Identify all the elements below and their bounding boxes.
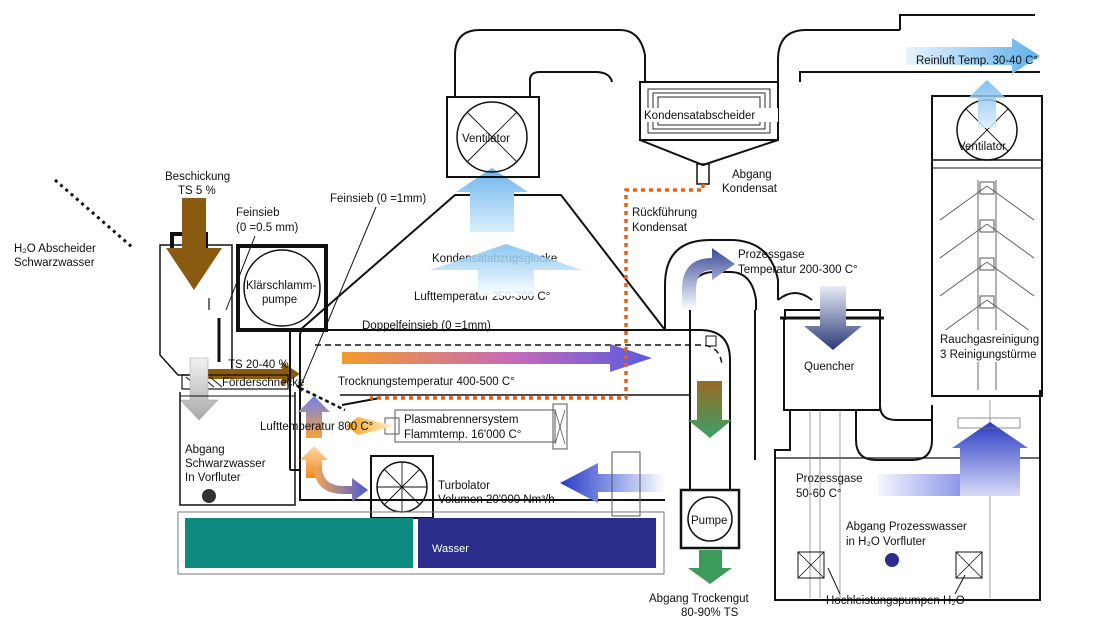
feed-arrow [166,198,222,290]
abgang-trocken-label-b: 80-90% TS [681,607,739,619]
wasser-tank [418,518,656,568]
ts5-label: TS 5 % [178,185,216,197]
wasser-label: Wasser [432,543,469,555]
ventilator-left-fan-icon [456,101,528,173]
plasma-label-a: Plasmabrennersystem [404,414,518,426]
prozessgase-label-b: Temperatur 200-300 C° [738,264,858,276]
hp-pump-left [797,551,825,579]
abgang-sw-label-b: Schwarzwasser [185,458,266,470]
dryer-drum-top [299,329,731,378]
blackwater-outlet-valve-icon [202,489,216,503]
pumpe-rotor-icon [687,496,733,542]
separator-dotted-line [54,178,133,249]
abgang-pw-label-b: in H₂O Vorfluter [846,536,926,548]
blackwater-housing [179,392,296,506]
abgang-trocken-label-a: Abgang Trockengut [649,593,750,605]
rueckfuehrung-label-a: Rückführung [632,207,697,219]
process-water-outlet-icon [885,553,899,567]
pumpe [679,488,741,550]
h2o-abscheider-label: H₂O Abscheider [14,243,96,255]
rauchgas-label-b: 3 Reinigungstürme [940,349,1037,361]
quencher-label: Quencher [804,361,855,373]
reinluft-arrow [906,38,1040,74]
turbolator-label-b: Volumen 20'000 Nm³/h [438,494,555,506]
feinsieb05-label-a: Feinsieb [236,207,279,219]
rauchgas-label-a: Rauchgasreinigung [940,334,1039,346]
clean-air-up-arrow [968,80,1006,128]
feinsieb05-label-b: (0 =0.5 mm) [236,222,298,234]
abgang-pw-label-a: Abgang Prozesswasser [846,521,967,533]
plasma-flame-icon [346,417,395,435]
plasma-label-b: Flammtemp. 16'000 C° [404,429,521,441]
turbolator-label-a: Turbolator [438,480,490,492]
hot-air-up-arrow [298,396,330,438]
abgang-kondensat-label-a: Abgang [732,169,772,181]
prozessgase5060-label-a: Prozessgase [796,473,862,485]
doppelfeinsieb-label: Doppelfeinsieb (0 =1mm) [362,320,491,332]
abgang-sw-label-c: In Vorfluter [185,472,241,484]
klaerschlamm-label-a: Klärschlamm- [246,280,316,292]
sludge-pump-rotor-icon [243,249,321,327]
ventilator-feed-arrow [456,168,528,232]
conveyor-screw [181,374,289,390]
prozessgase-label-a: Prozessgase [738,249,804,261]
prozessgase5060-label-b: 50-60 C° [796,488,842,500]
teal-water-tank [185,518,413,568]
duct-to-tower [777,29,900,82]
kondensatabscheider-label: Kondensatabscheider [644,110,755,122]
turbolator-inlet-arrow [314,466,368,502]
ts-feed-arrow [205,362,300,386]
hp-pump-right [955,551,983,579]
foerderschnecke-label: Förderschnecke [222,377,304,389]
lufttemp800-label: Lufttemperatur 800 C° [260,421,373,433]
ts2040-label: TS 20-40 % [228,359,289,371]
rueckfuehrung-label-b: Kondensat [632,222,688,234]
dryer-drum-shell [299,335,665,501]
pumpe-label: Pumpe [691,515,727,527]
trockengut-out-arrow [688,550,732,584]
double-sieve [315,344,723,366]
quencher-down-arrow [804,286,862,350]
condensate-return-line [370,184,705,400]
reinluft-label: Reinluft Temp. 30-40 C° [916,55,1038,67]
ventilator-left [446,96,540,178]
trocknungstemp-label: Trocknungstemperatur 400-500 C° [338,376,515,388]
abgang-sw-label-a: Abgang [185,444,225,456]
lower-tank [774,390,1041,601]
feinsieb1-label: Feinsieb (0 =1mm) [330,193,426,205]
hood-air-up-arrow [430,244,582,296]
process-gas-loop-inner [689,271,757,380]
abgang-kondensat-label-b: Kondensat [722,183,778,195]
blackwater-down-arrow [179,357,219,421]
process-gas-loop-outer [664,239,779,330]
process-gas-curved-arrow [682,248,735,310]
drying-flow-arrow [342,344,652,372]
upper-duct-inner [529,71,613,97]
schwarzwasser-label: Schwarzwasser [14,257,95,269]
upper-duct-outer [454,29,646,97]
dried-material-down-arrow [688,381,732,438]
hochleistungspumpen-label: Hochleistungspumpen H₂O [826,595,965,607]
ventilator-right-label: Ventilator [958,141,1006,153]
beschickung-label: Beschickung [165,171,230,183]
ventilator-left-label: Ventilator [462,133,510,145]
sludge-pump [236,244,328,332]
klaerschlamm-label-b: pumpe [262,294,297,306]
